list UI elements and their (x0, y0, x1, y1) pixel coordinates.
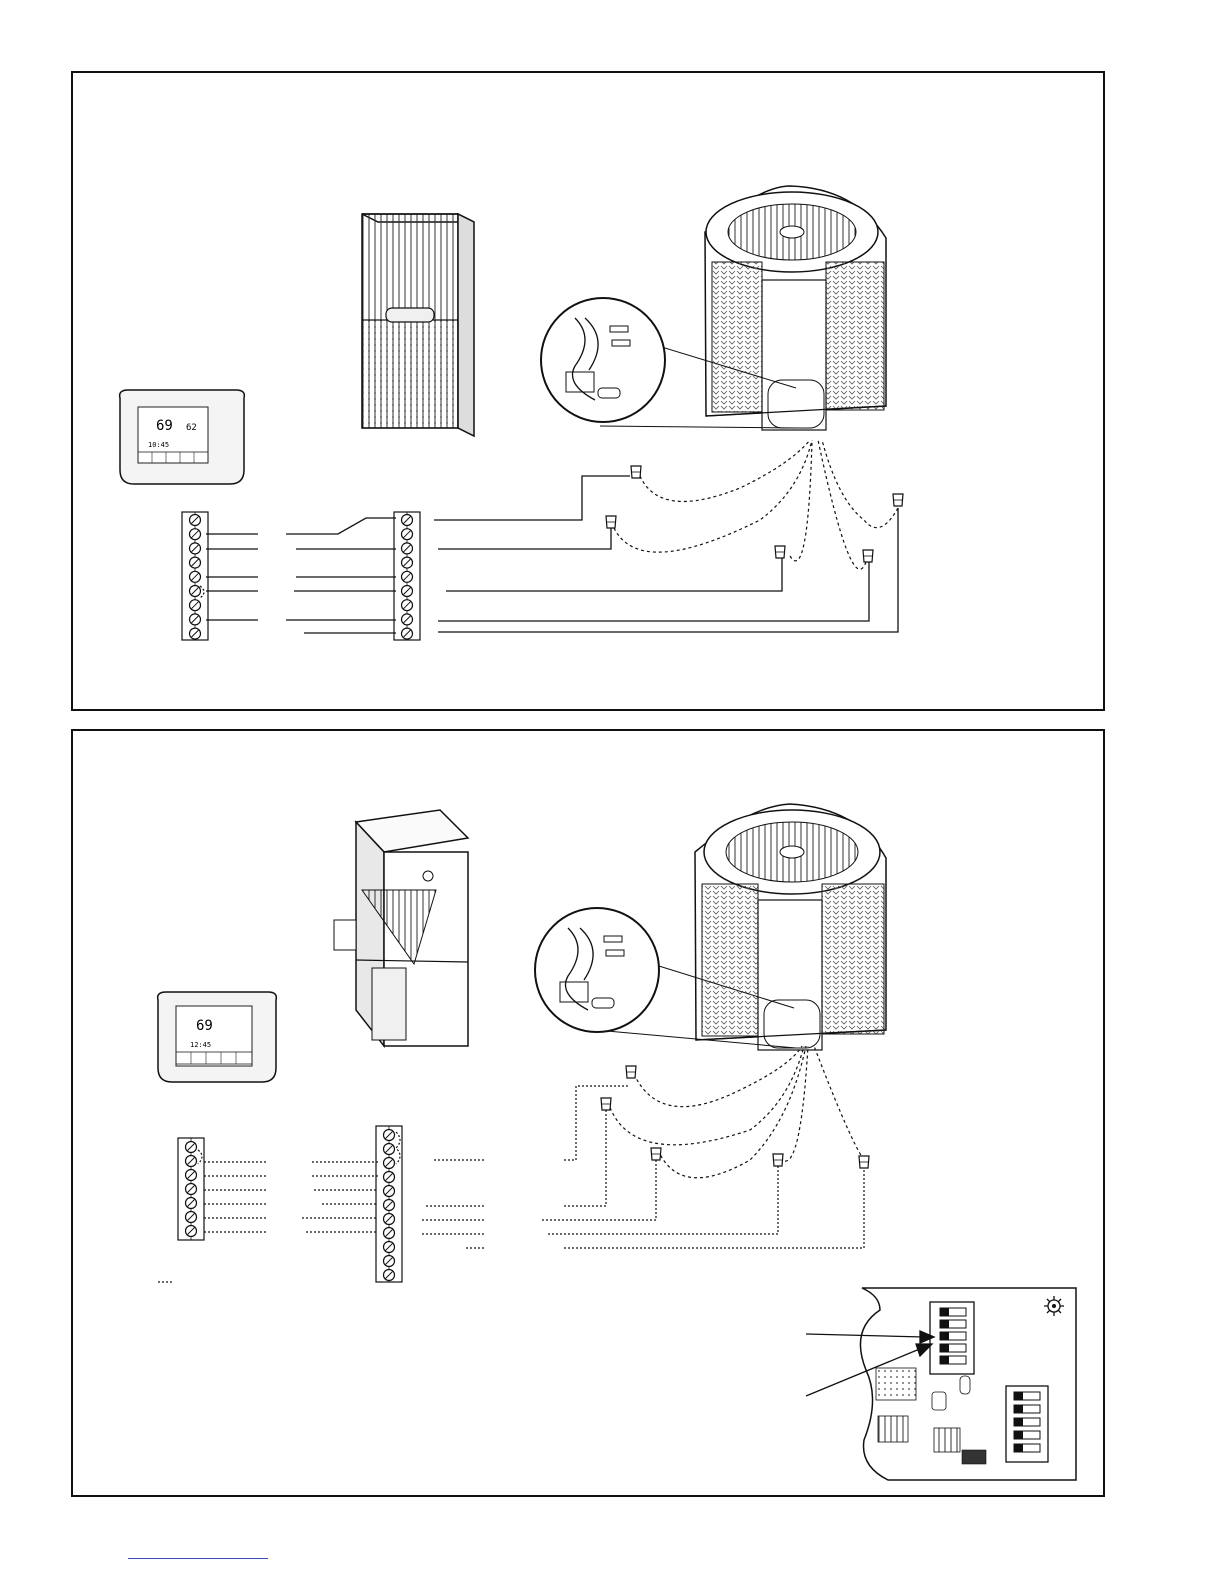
panel-top: 69 62 10:45 (72, 72, 1104, 710)
terminal-screws-panel-2 (186, 1130, 395, 1281)
dashed-leads-panel-1 (614, 440, 898, 569)
thermostat-2-clock: 12:45 (190, 1041, 211, 1049)
dip-switch-toggle (1014, 1392, 1023, 1400)
gear-icon (1044, 1296, 1064, 1316)
wires-panel-2 (158, 1086, 864, 1282)
thermostat-2-screen (176, 1006, 252, 1066)
condenser-1-access-port (768, 380, 824, 428)
condenser-unit-1 (705, 186, 886, 430)
dip-switch-toggle (1014, 1444, 1023, 1452)
air-handler-control-box (334, 920, 356, 950)
dip-switch-toggle (940, 1308, 949, 1316)
furnace-handle (386, 308, 434, 322)
dip-switch-toggle (1014, 1418, 1023, 1426)
thermostat-1-setpoint: 62 (186, 423, 197, 433)
thermostat-1-clock: 10:45 (148, 441, 169, 449)
condenser-unit-2 (695, 804, 886, 1050)
thermostat-2-temperature: 69 (196, 1018, 213, 1034)
thermostat-1: 69 62 10:45 (120, 390, 245, 484)
panel-bottom: 69 12:45 (72, 730, 1104, 1496)
dip-switch-toggle (940, 1344, 949, 1352)
dip-switch-toggle (1014, 1431, 1023, 1439)
dip-switch-toggle (940, 1356, 949, 1364)
air-handler-unit (334, 810, 468, 1046)
wires-panel-1 (200, 476, 898, 633)
dip-switch-toggle (940, 1332, 949, 1340)
dashed-leads-panel-2 (608, 1046, 864, 1178)
furnace-unit (362, 214, 474, 436)
footer-link-underline (128, 1558, 268, 1559)
thermostat-1-temperature: 69 (156, 418, 173, 434)
control-board-inset (806, 1288, 1076, 1480)
dip-switch-toggle (940, 1320, 949, 1328)
wire-nuts-panel-2 (601, 1066, 869, 1168)
thermostat-1-screen (138, 407, 208, 463)
thermostat-2: 69 12:45 (158, 992, 277, 1082)
dip-switch-toggle (1014, 1405, 1023, 1413)
